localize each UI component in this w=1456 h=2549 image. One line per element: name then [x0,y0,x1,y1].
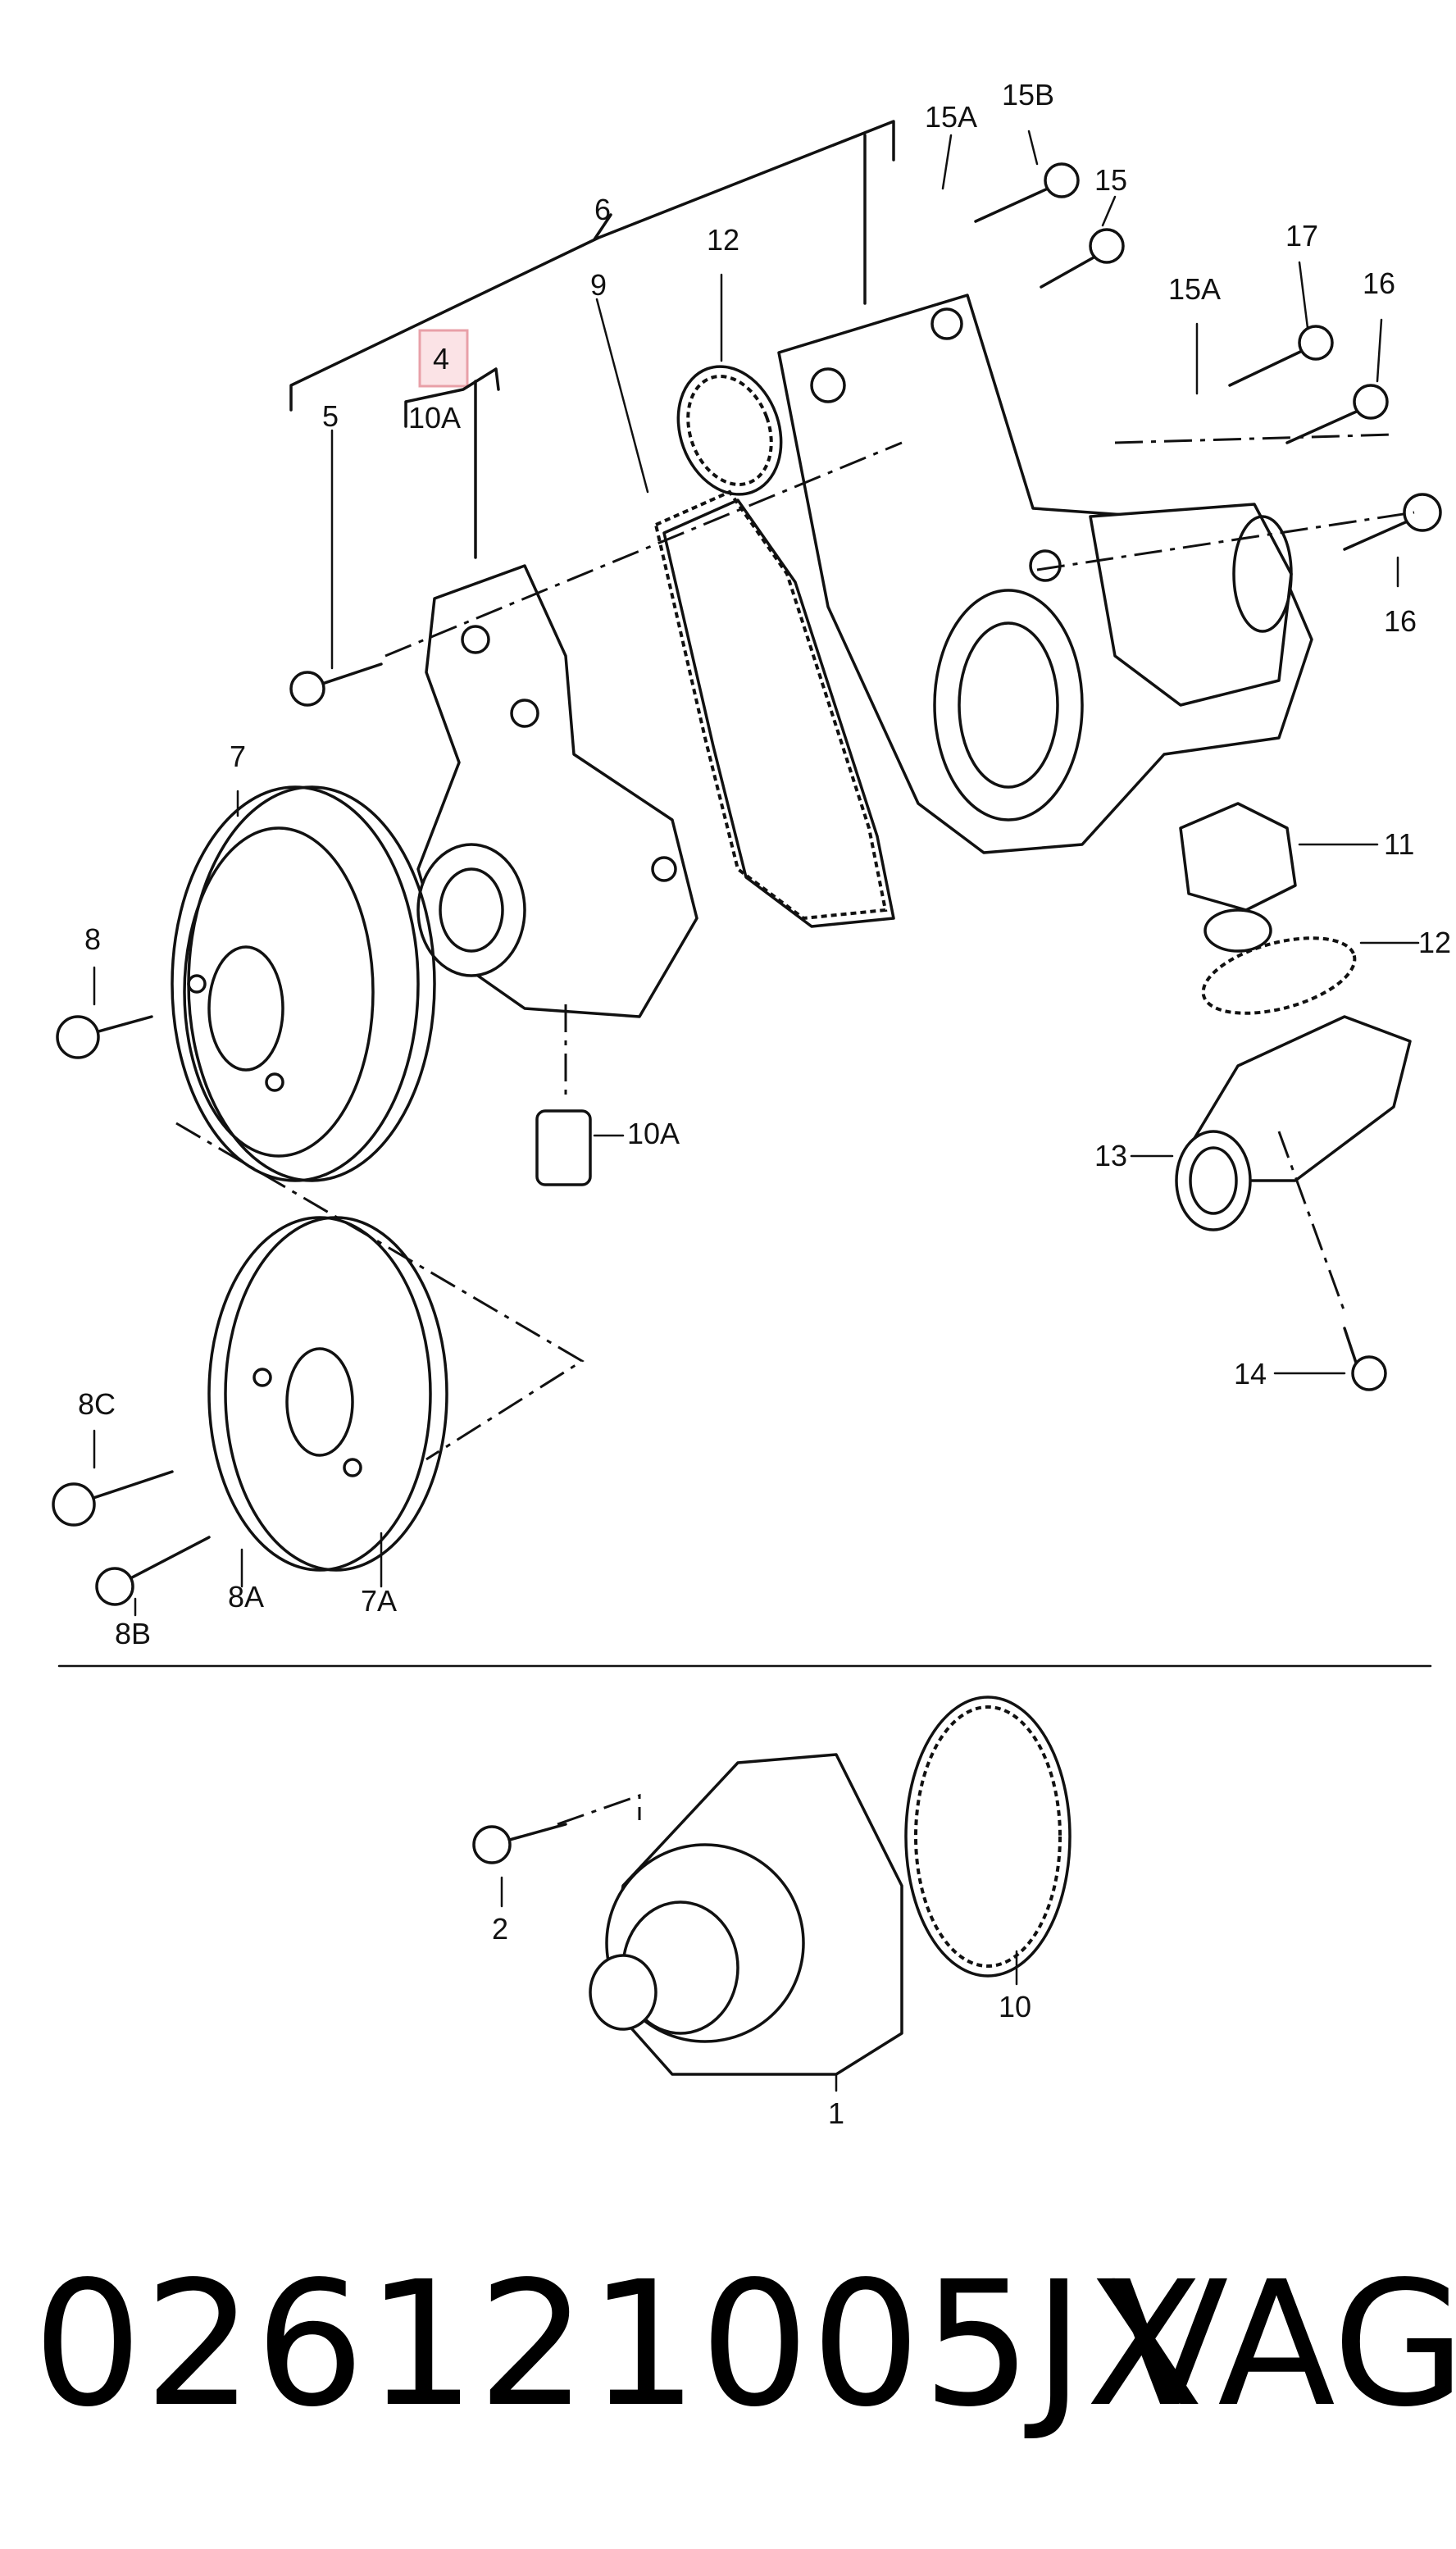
callout-11: 11 [1384,827,1414,861]
callout-1: 1 [828,2096,844,2130]
callout-8c: 8C [78,1387,116,1421]
thermostat-cover [1175,1015,1412,1231]
callout-7: 7 [230,740,246,773]
callout-8: 8 [84,922,101,956]
callout-12-right: 12 [1418,926,1451,959]
water-pump-1 [589,1753,903,2076]
pulley-7 [171,785,436,1182]
callout-14: 14 [1234,1357,1267,1391]
callout-12-top: 12 [707,223,739,257]
callout-15a-top: 15A [925,100,977,134]
part-number: 026121005JX [33,2244,1206,2445]
callout-labels: 4 5 10A 6 9 12 7 8 10A 8C 8A 8B 7A 15A 1… [78,78,1451,2130]
callout-10: 10 [999,1990,1031,2023]
callout-13: 13 [1094,1139,1127,1172]
callout-10a-top: 10A [408,401,461,435]
callout-8b: 8B [115,1617,151,1650]
thermostat [1179,802,1297,953]
callout-6: 6 [594,193,611,226]
callout-10a-cap: 10A [627,1117,680,1150]
callout-7a: 7A [361,1584,397,1618]
callout-16-bottom: 16 [1384,604,1417,638]
callout-15b: 15B [1002,78,1054,112]
o-ring-top [676,365,783,496]
callout-4: 4 [433,342,449,376]
water-pump-front [416,564,698,1018]
callout-15a-mid: 15A [1168,272,1221,306]
callout-16-top: 16 [1363,266,1395,300]
group-bracket-6 [289,120,895,412]
callout-8a: 8A [228,1580,264,1614]
brand-label: VAG [1111,2244,1456,2445]
callout-5: 5 [322,399,339,433]
pump-housing [777,294,1313,854]
thermostat-gasket [1201,936,1357,1015]
bolts [52,162,1442,1864]
o-ring-10 [904,1696,1072,1978]
leader-lines [93,130,1420,2092]
pulley-7a [207,1216,448,1572]
callout-15: 15 [1094,163,1127,197]
highlight-box-4 [418,329,469,388]
callout-17: 17 [1285,219,1318,253]
callout-2: 2 [492,1912,508,1946]
housing-gasket [653,489,888,921]
callout-9: 9 [590,268,607,302]
